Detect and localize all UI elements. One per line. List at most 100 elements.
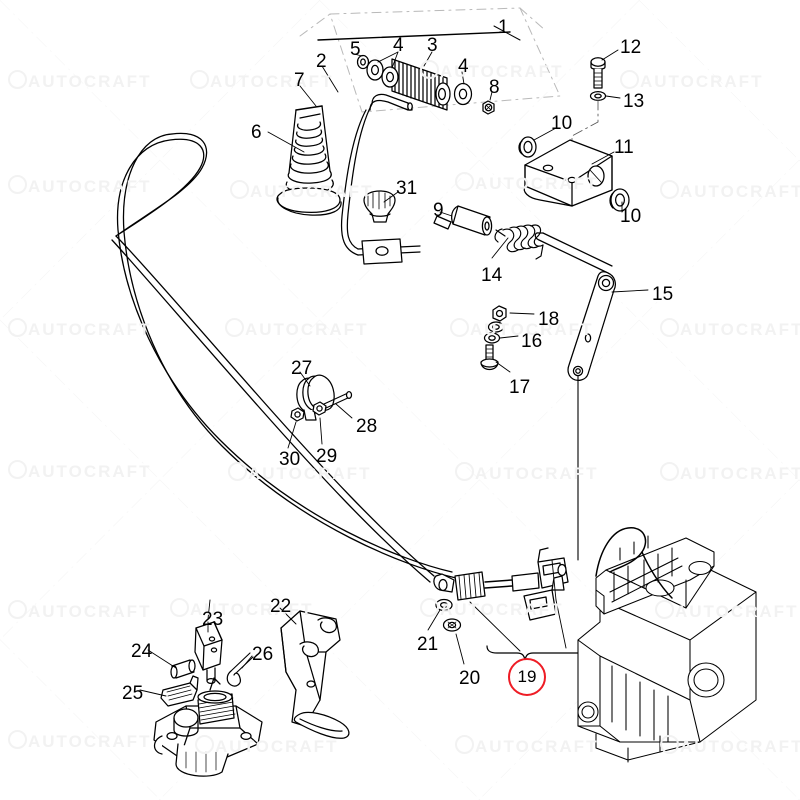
watermark-text: AUTOCRAFT	[190, 600, 314, 619]
part-callout-27[interactable]: 27	[291, 358, 313, 379]
watermark-ring-icon	[8, 175, 27, 194]
watermark-text: AUTOCRAFT	[28, 320, 152, 339]
watermark: AUTOCRAFT	[228, 462, 371, 484]
watermark: AUTOCRAFT	[8, 70, 151, 92]
part-callout-31[interactable]: 31	[396, 178, 418, 199]
watermark-ring-icon	[660, 180, 679, 199]
watermark-text: AUTOCRAFT	[640, 72, 764, 91]
watermark: AUTOCRAFT	[8, 600, 151, 622]
part-callout-30[interactable]: 30	[279, 449, 301, 470]
watermark-text: AUTOCRAFT	[680, 737, 800, 756]
watermark-text: AUTOCRAFT	[245, 320, 369, 339]
watermark-text: AUTOCRAFT	[475, 464, 599, 483]
watermark-text: AUTOCRAFT	[475, 737, 599, 756]
watermark-ring-icon	[620, 70, 639, 89]
part-callout-1[interactable]: 1	[498, 17, 509, 38]
watermark: AUTOCRAFT	[8, 175, 151, 197]
watermark-text: AUTOCRAFT	[215, 737, 339, 756]
part-callout-3[interactable]: 3	[427, 35, 438, 56]
watermark-text: AUTOCRAFT	[28, 732, 152, 751]
part-callout-15[interactable]: 15	[652, 284, 674, 305]
part-callout-24[interactable]: 24	[131, 641, 153, 662]
highlighted-part-badge-19[interactable]: 19	[508, 658, 546, 696]
watermark-ring-icon	[170, 598, 189, 617]
part-callout-28[interactable]: 28	[356, 416, 378, 437]
watermark-ring-icon	[225, 318, 244, 337]
watermark: AUTOCRAFT	[420, 598, 563, 620]
watermark: AUTOCRAFT	[8, 460, 151, 482]
watermark-text: AUTOCRAFT	[440, 62, 564, 81]
watermark: AUTOCRAFT	[420, 60, 563, 82]
part-callout-10[interactable]: 10	[551, 113, 573, 134]
watermark-ring-icon	[8, 318, 27, 337]
watermark: AUTOCRAFT	[195, 735, 338, 757]
watermark-text: AUTOCRAFT	[28, 602, 152, 621]
part-callout-22[interactable]: 22	[270, 596, 292, 617]
watermark-ring-icon	[8, 600, 27, 619]
part-callout-26[interactable]: 26	[252, 644, 274, 665]
part-callout-21[interactable]: 21	[417, 634, 439, 655]
part-callout-14[interactable]: 14	[481, 265, 503, 286]
watermark: AUTOCRAFT	[660, 318, 800, 340]
watermark-text: AUTOCRAFT	[680, 464, 800, 483]
part-callout-6[interactable]: 6	[251, 122, 262, 143]
watermark-ring-icon	[660, 318, 679, 337]
part-callout-18[interactable]: 18	[538, 309, 560, 330]
part-callout-9[interactable]: 9	[433, 200, 444, 221]
part-callout-5[interactable]: 5	[350, 39, 361, 60]
watermark-text: AUTOCRAFT	[680, 182, 800, 201]
part-callout-7[interactable]: 7	[294, 70, 305, 91]
watermark-text: AUTOCRAFT	[470, 320, 594, 339]
watermark-ring-icon	[420, 598, 439, 617]
watermark-text: AUTOCRAFT	[680, 320, 800, 339]
watermark-ring-icon	[195, 735, 214, 754]
watermark-text: AUTOCRAFT	[28, 462, 152, 481]
watermark-text: AUTOCRAFT	[28, 72, 152, 91]
watermark: AUTOCRAFT	[655, 600, 798, 622]
watermark: AUTOCRAFT	[660, 735, 800, 757]
watermark-ring-icon	[228, 462, 247, 481]
part-callout-17[interactable]: 17	[509, 377, 531, 398]
watermark-text: AUTOCRAFT	[440, 600, 564, 619]
watermark: AUTOCRAFT	[660, 180, 800, 202]
watermark-ring-icon	[450, 318, 469, 337]
watermark: AUTOCRAFT	[190, 70, 333, 92]
part-callout-12[interactable]: 12	[620, 37, 642, 58]
watermark-text: AUTOCRAFT	[675, 602, 799, 621]
watermark: AUTOCRAFT	[230, 180, 373, 202]
part-callout-4[interactable]: 4	[393, 35, 404, 56]
watermark: AUTOCRAFT	[660, 462, 800, 484]
part-callout-25[interactable]: 25	[122, 683, 144, 704]
watermark-text: AUTOCRAFT	[250, 182, 374, 201]
watermark-text: AUTOCRAFT	[210, 72, 334, 91]
part-callout-11[interactable]: 11	[614, 137, 634, 158]
watermark: AUTOCRAFT	[455, 462, 598, 484]
watermark-ring-icon	[190, 70, 209, 89]
part-callout-16[interactable]: 16	[521, 331, 543, 352]
watermark-ring-icon	[8, 730, 27, 749]
part-callout-23[interactable]: 23	[202, 609, 224, 630]
watermark-ring-icon	[8, 460, 27, 479]
watermark-ring-icon	[420, 60, 439, 79]
watermark-ring-icon	[455, 462, 474, 481]
watermark-ring-icon	[455, 735, 474, 754]
watermark: AUTOCRAFT	[225, 318, 368, 340]
part-callout-10[interactable]: 10	[620, 206, 642, 227]
watermark-ring-icon	[455, 172, 474, 191]
part-callout-13[interactable]: 13	[623, 91, 645, 112]
watermark-ring-icon	[655, 600, 674, 619]
part-callout-29[interactable]: 29	[316, 446, 338, 467]
watermark: AUTOCRAFT	[450, 318, 593, 340]
part-callout-20[interactable]: 20	[459, 668, 481, 689]
watermark-ring-icon	[660, 735, 679, 754]
watermark: AUTOCRAFT	[455, 735, 598, 757]
highlighted-part-number: 19	[517, 667, 537, 686]
watermark-text: AUTOCRAFT	[28, 177, 152, 196]
part-callout-8[interactable]: 8	[489, 77, 500, 98]
watermark: AUTOCRAFT	[455, 172, 598, 194]
part-callout-2[interactable]: 2	[316, 51, 327, 72]
part-callout-4[interactable]: 4	[458, 56, 469, 77]
watermark: AUTOCRAFT	[8, 318, 151, 340]
